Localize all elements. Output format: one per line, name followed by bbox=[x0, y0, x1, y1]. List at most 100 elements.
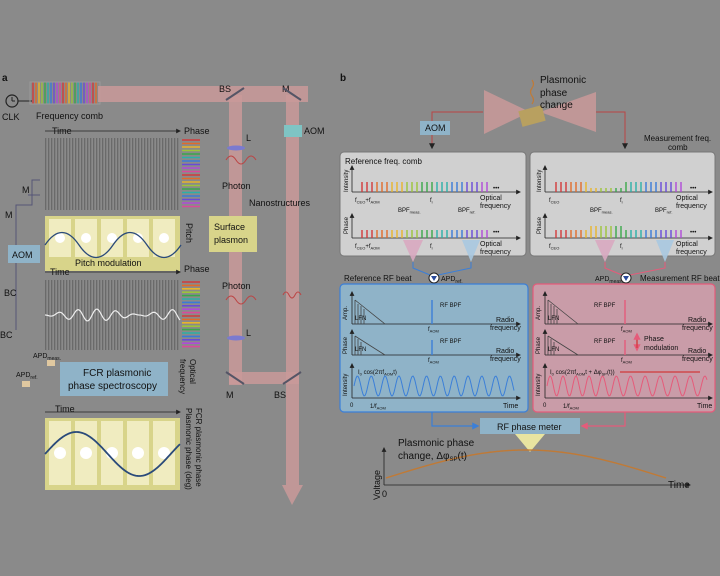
fcr-label-1: FCR plasmonic bbox=[83, 368, 151, 379]
pitch-hole bbox=[107, 233, 117, 243]
meas-intensity-comb bbox=[555, 182, 682, 192]
meas-fceo-label: fCEO bbox=[549, 198, 559, 205]
sample-chip bbox=[518, 105, 546, 127]
clk-label: CLK bbox=[2, 112, 20, 122]
top-beam bbox=[98, 86, 308, 102]
ref-dots-2: ••• bbox=[493, 230, 499, 236]
ref-optical-label-2: Optical bbox=[480, 241, 502, 248]
ref-bpf-ref-label: BPFref. bbox=[458, 208, 475, 215]
ref-time-label: Time bbox=[503, 403, 518, 410]
panel-a-label: a bbox=[2, 73, 8, 84]
meas-rfreq-label-1: frequency bbox=[682, 325, 713, 332]
aom-box-b bbox=[420, 121, 450, 135]
meas-faom-label-2: fAOM bbox=[621, 358, 632, 365]
phase-mod-label-1: Phase bbox=[644, 336, 664, 343]
bs-top-mirror bbox=[225, 87, 245, 101]
time-label-3: Time bbox=[55, 404, 75, 414]
meas-bpf-meas-label: BPFmeas. bbox=[590, 208, 613, 215]
panel-b: b Plasmonic phase change AOM Reference f… bbox=[339, 73, 720, 500]
ref-fi-label-2: fi bbox=[430, 244, 433, 251]
meas-lfn-bars bbox=[547, 299, 579, 325]
meas-fi-label: fi bbox=[620, 198, 623, 205]
meas-lfn-bars-2 bbox=[547, 335, 579, 356]
ref-equation: I0 cos(2πfAOMt) bbox=[358, 370, 397, 377]
ref-time-axis-label: Intensity bbox=[343, 374, 349, 396]
apd-meas-diode bbox=[623, 276, 629, 281]
meas-rf-sine bbox=[546, 375, 708, 397]
meas-intensity-axis-label: Intensity bbox=[537, 170, 543, 192]
ref-faom-label-2: fAOM bbox=[428, 358, 439, 365]
bpf-ref-arrow-meas bbox=[656, 240, 674, 262]
ref-amp-axis-label: Amp. bbox=[343, 306, 349, 320]
ref-rfreq-label-2: frequency bbox=[490, 356, 521, 363]
meas-time-plot: Intensity I0 cos(2πfAOMt + ΔφSP(t)) 0 1/… bbox=[536, 363, 713, 411]
meas-period-label: 1/fAOM bbox=[563, 404, 579, 411]
ref-to-meter bbox=[431, 412, 480, 430]
pitch-hole bbox=[55, 233, 65, 243]
measurement-rf-beat-panel bbox=[532, 283, 716, 413]
cell-hole bbox=[80, 447, 92, 459]
aom-label-b: AOM bbox=[425, 123, 446, 133]
plasmonic-label-2: phase bbox=[540, 88, 568, 99]
meas-link-2 bbox=[629, 262, 666, 276]
meas-phase-comb bbox=[555, 226, 682, 238]
fcr-plasmonic-phase-label: FCR plasmonic phase bbox=[194, 408, 203, 487]
ref-frequency-label: frequency bbox=[480, 203, 511, 210]
bpf-meas-arrow-ref bbox=[403, 240, 423, 262]
meas-phase-axis-label: Phase bbox=[537, 216, 543, 234]
meas-fceo-label-2: fCEO bbox=[549, 244, 559, 251]
meas-rfphase-axis-label: Phase bbox=[536, 336, 542, 354]
lens-bottom bbox=[227, 335, 245, 341]
pitch-wave bbox=[44, 231, 182, 259]
plasmonic-phase-deg-label: Plasmonic phase (deg) bbox=[184, 408, 193, 490]
aom-left-box bbox=[8, 245, 40, 263]
ref-rfphase-axis-label: Phase bbox=[343, 336, 349, 354]
measurement-rf-beat-label: Measurement RF beat bbox=[640, 274, 720, 283]
ref-rf-amp-plot: Amp. LFN RF BPF fAOM Radio frequency bbox=[343, 291, 521, 334]
m2-label: M bbox=[5, 210, 13, 220]
reference-rf-beat-label: Reference RF beat bbox=[344, 274, 412, 283]
pitch-hole bbox=[133, 233, 143, 243]
frequency-comb-label: Frequency comb bbox=[36, 111, 103, 121]
meas-frequency-label: frequency bbox=[676, 203, 707, 210]
bs-bottom-mirror bbox=[282, 371, 302, 385]
pitch-modulation-label: Pitch modulation bbox=[75, 258, 142, 268]
fcr-spectroscopy-box bbox=[60, 362, 168, 396]
plasmonic-phase-curve bbox=[44, 431, 181, 477]
sample-to-meas-comb bbox=[596, 111, 628, 150]
phase-label-1: Phase bbox=[184, 126, 210, 136]
panel-b-label: b bbox=[340, 73, 346, 84]
meas-phase-plot: Phase ••• fCEO fi Optical frequency bbox=[537, 213, 713, 256]
ref-rf-phase-plot: Phase LFN RF BPF fAOM Radio frequency bbox=[343, 329, 521, 365]
phase-mod-label-2: modulation bbox=[644, 345, 678, 352]
meas-equation: I0 cos(2πfAOMt + ΔφSP(t)) bbox=[550, 370, 615, 377]
ref-radio-label-1: Radio bbox=[496, 317, 514, 324]
ref-phase-comb bbox=[361, 230, 488, 238]
photon-top-label: Photon bbox=[222, 181, 251, 191]
meas-intensity-plot: Intensity ••• fCEO fi Optical frequency … bbox=[537, 165, 713, 215]
ref-fi-label: fi bbox=[430, 198, 433, 205]
phase-spectrum-1 bbox=[182, 139, 200, 208]
voltage-curve bbox=[385, 449, 667, 479]
pp-label-2: change, ΔφSP(t) bbox=[398, 451, 467, 463]
rf-phase-meter-label: RF phase meter bbox=[497, 422, 562, 432]
ref-fceo-aom-label: fCEO+fAOM bbox=[355, 198, 380, 205]
meas-link-1 bbox=[604, 262, 623, 276]
surface-plasmon-box bbox=[209, 216, 257, 252]
bottom-beam bbox=[229, 372, 299, 384]
meas-to-meter bbox=[580, 412, 626, 430]
fcr-label-2: phase spectroscopy bbox=[68, 381, 157, 392]
rf-phase-meter-box bbox=[480, 418, 580, 434]
aom-right-box bbox=[284, 125, 302, 137]
apd-meas-label-b: APDmeas. bbox=[595, 276, 623, 285]
ref-phase-axis-label: Phase bbox=[344, 216, 350, 234]
beam-paths bbox=[98, 86, 308, 505]
m-top-mirror bbox=[282, 87, 302, 101]
reference-comb-label: Reference freq. comb bbox=[345, 157, 422, 166]
ref-rf-bpf-label-1: RF BPF bbox=[440, 303, 462, 309]
meas-rf-phase-plot: Phase LFN RF BPF fAOM Phase modulation R… bbox=[536, 329, 713, 365]
meas-optical-label-2: Optical bbox=[676, 241, 698, 248]
meas-lfn-label: LFN bbox=[548, 316, 559, 322]
